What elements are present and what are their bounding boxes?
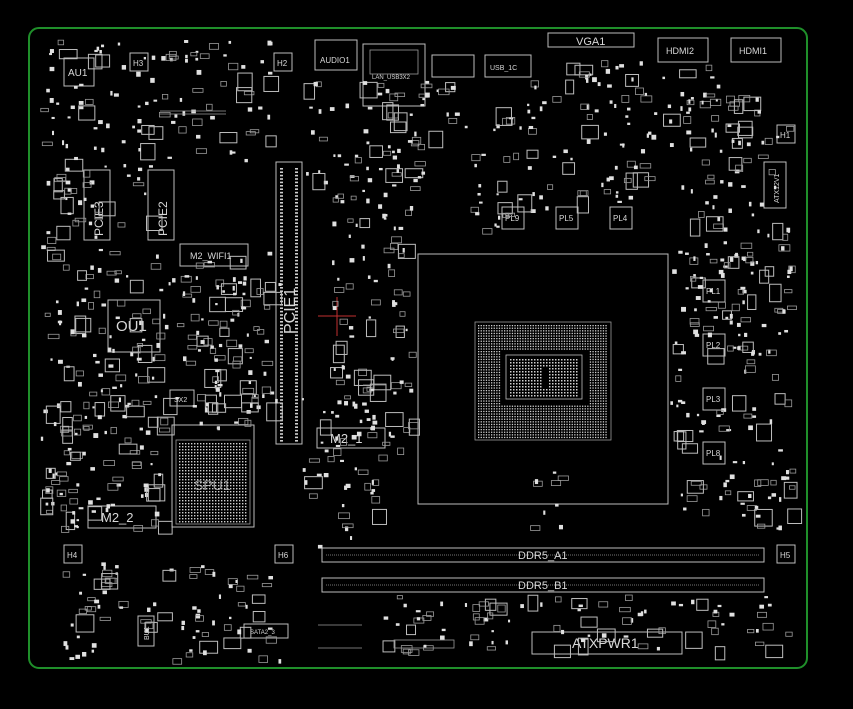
- svg-text:SATA2_3: SATA2_3: [250, 630, 275, 636]
- lan-usb-connector[interactable]: LAN_USB3X2: [362, 43, 426, 107]
- usb-1c-label: USB_1C: [490, 65, 517, 72]
- svg-text:AU1: AU1: [68, 68, 88, 79]
- chip-ou1[interactable]: OU1: [107, 299, 161, 353]
- lan-usb-label: LAN_USB3X2: [372, 75, 411, 81]
- vga-connector[interactable]: VGA1: [547, 32, 635, 48]
- mount-hole-h1[interactable]: H1: [776, 124, 796, 144]
- chipset-spu1[interactable]: SPU1: [171, 424, 255, 528]
- mount-hole-h3[interactable]: H3: [129, 52, 149, 72]
- svg-text:PCIE3: PCIE3: [92, 201, 106, 236]
- svg-text:OU1: OU1: [116, 318, 147, 335]
- inductor-pl5[interactable]: PL5: [555, 206, 579, 230]
- inductor-pl1[interactable]: PL1: [702, 279, 726, 303]
- ddr5-a1-slot[interactable]: DDR5_A1: [321, 547, 765, 563]
- svg-text:PL8: PL8: [706, 449, 721, 458]
- svg-text:SPU1: SPU1: [194, 477, 231, 493]
- hdmi1-connector[interactable]: HDMI1: [730, 37, 782, 63]
- crosshair-cursor: [318, 297, 356, 336]
- mount-hole-h4[interactable]: H4: [63, 544, 83, 564]
- svg-text:PL2: PL2: [706, 341, 721, 350]
- svg-text:PL4: PL4: [613, 214, 628, 223]
- pcie2-slot[interactable]: PCIE2: [147, 169, 175, 241]
- mount-hole-h2[interactable]: H2: [273, 52, 293, 72]
- component-bu1[interactable]: BU1: [137, 615, 155, 647]
- mount-hole-h6[interactable]: H6: [274, 544, 294, 564]
- trace-lines: [160, 110, 455, 649]
- svg-text:DDR5_B1: DDR5_B1: [518, 580, 568, 592]
- svg-text:PL5: PL5: [559, 214, 574, 223]
- hdmi2-connector[interactable]: HDMI2: [657, 37, 709, 63]
- cpu-socket[interactable]: [417, 253, 669, 505]
- smd-components: [40, 39, 803, 665]
- svg-text:ATXPWR1: ATXPWR1: [572, 635, 639, 651]
- svg-text:SX2: SX2: [174, 397, 187, 404]
- svg-text:PL3: PL3: [706, 395, 721, 404]
- pcie1-slot[interactable]: PCIE1: [275, 161, 303, 445]
- svg-text:H6: H6: [278, 551, 289, 560]
- inductor-pl2[interactable]: PL2: [702, 333, 726, 357]
- audio-codec-au1[interactable]: AU1: [63, 57, 95, 87]
- svg-text:H3: H3: [133, 59, 144, 68]
- svg-text:PL9: PL9: [505, 214, 520, 223]
- svg-text:BU1: BU1: [144, 626, 151, 640]
- m2-2-slot[interactable]: M2_2: [87, 505, 157, 529]
- inductor-pl4[interactable]: PL4: [609, 206, 633, 230]
- inductor-pl3[interactable]: PL3: [702, 387, 726, 411]
- svg-text:PCIE2: PCIE2: [156, 201, 170, 236]
- svg-text:H1: H1: [780, 131, 791, 140]
- usb-connector[interactable]: [431, 54, 475, 78]
- ddr5-b1-slot[interactable]: DDR5_B1: [321, 577, 765, 593]
- svg-text:H2: H2: [277, 59, 288, 68]
- inductor-pl8[interactable]: PL8: [702, 441, 726, 465]
- pcie3-slot[interactable]: PCIE3: [83, 169, 111, 241]
- atx12v-connector[interactable]: ATX12V1: [763, 161, 787, 209]
- svg-text:PL1: PL1: [706, 287, 721, 296]
- mount-hole-h5[interactable]: H5: [776, 544, 796, 564]
- svg-text:M2_WIFI1: M2_WIFI1: [190, 251, 232, 261]
- atx-power-connector[interactable]: ATXPWR1: [531, 631, 683, 655]
- svg-text:DDR5_A1: DDR5_A1: [518, 550, 568, 562]
- board-outline: [28, 27, 808, 669]
- inductor-pl9[interactable]: PL9: [501, 206, 525, 230]
- audio-connector[interactable]: AUDIO1: [314, 39, 358, 71]
- svg-text:ATX12V1: ATX12V1: [774, 173, 781, 203]
- usb-1c-connector[interactable]: USB_1C: [484, 54, 532, 78]
- m2-wifi-slot[interactable]: M2_WIFI1: [179, 243, 249, 267]
- svg-text:H4: H4: [67, 551, 78, 560]
- svg-text:PCIE1: PCIE1: [282, 288, 299, 334]
- audio1-label: AUDIO1: [320, 56, 350, 65]
- vga1-label: VGA1: [576, 36, 605, 48]
- hdmi2-label: HDMI2: [666, 46, 694, 56]
- svg-text:H5: H5: [780, 551, 791, 560]
- hdmi1-label: HDMI1: [739, 46, 767, 56]
- svg-text:M2_2: M2_2: [101, 510, 134, 525]
